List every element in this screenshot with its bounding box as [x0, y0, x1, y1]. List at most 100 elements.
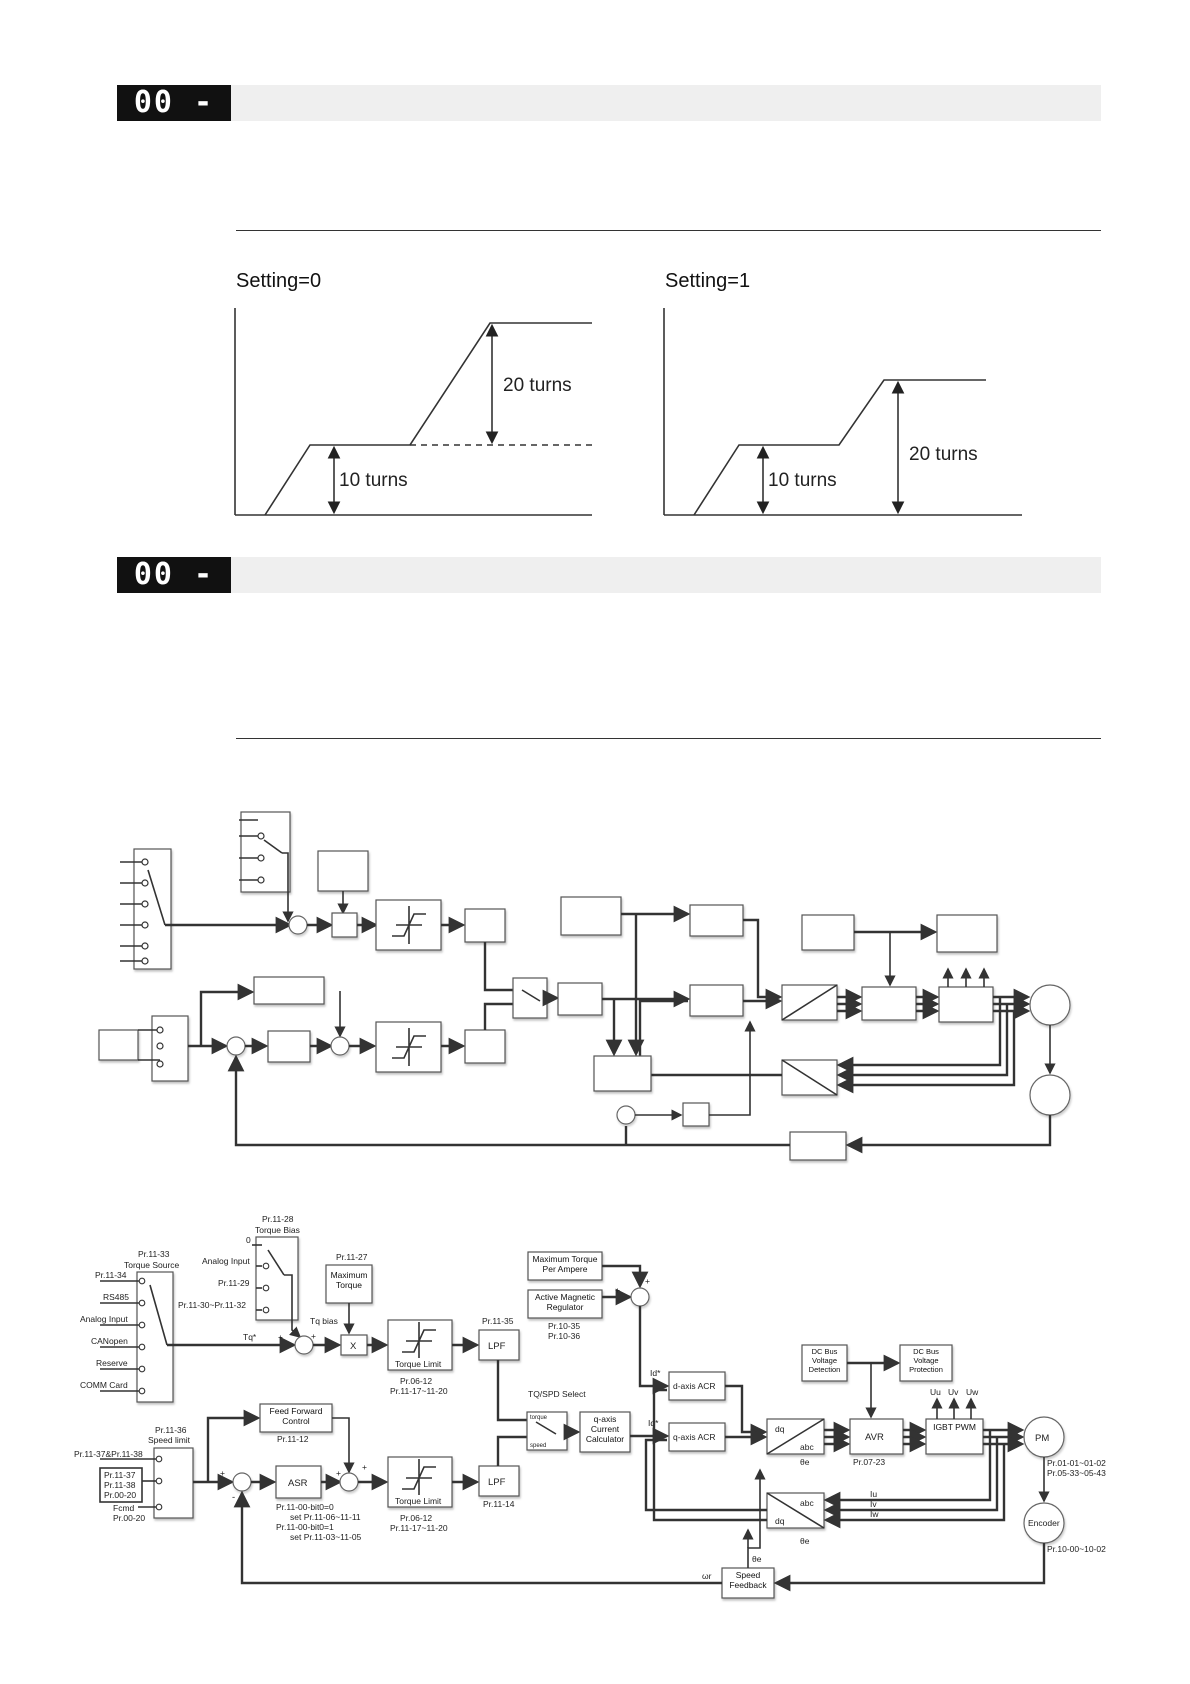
- tq-spd-select-title: TQ/SPD Select: [528, 1389, 586, 1399]
- asr-title: ASR: [288, 1478, 308, 1489]
- sl-input-0: Pr.11-37&Pr.11-38: [74, 1449, 143, 1459]
- feed-forward-block: [253, 976, 325, 1005]
- pm-ref-1: Pr.05-33~05-43: [1047, 1468, 1106, 1478]
- q-acr-block: [668, 1422, 726, 1452]
- param-code-badge: 00 - 12: [117, 85, 231, 156]
- abc-dq-theta: θe: [800, 1536, 810, 1546]
- multiplier-label: X: [350, 1341, 357, 1352]
- igbt-out-w: Uw: [966, 1387, 979, 1397]
- sl-input-4: Fcmd: [113, 1503, 135, 1513]
- current-iu: Iu: [870, 1489, 877, 1499]
- asr-note-0: Pr.11-00-bit0=0: [276, 1502, 334, 1512]
- summing-junction: [630, 1287, 650, 1307]
- q-acr-title: q-axis ACR: [673, 1432, 716, 1442]
- dc-protect-block: [899, 1344, 953, 1382]
- setting-1-low-label: 10 turns: [768, 470, 837, 491]
- tq-spd-opt-speed: speed: [530, 1443, 546, 1449]
- dq-abc-theta: θe: [800, 1457, 810, 1467]
- lpf-top-title: LPF: [488, 1341, 506, 1352]
- amr-ref-1: Pr.10-36: [548, 1331, 580, 1341]
- setting-0-label: Setting=0: [236, 270, 322, 292]
- tq-spd-opt-torque: torque: [530, 1415, 548, 1421]
- tb-input-2: Pr.11-29: [218, 1278, 250, 1288]
- lpf-top: [478, 1329, 520, 1361]
- tq-ref-signal: Tq*: [243, 1332, 257, 1342]
- igbt-block: [938, 986, 994, 1023]
- summing-junction: [339, 1472, 359, 1492]
- id-ref-signal: Id*: [650, 1368, 661, 1378]
- dc-protect-title: DC Bus Voltage Protection: [909, 1347, 943, 1374]
- divider: [236, 230, 1101, 231]
- feed-forward-title: Feed Forward Control: [269, 1406, 323, 1426]
- speed-feedback-title: Speed Feedback: [729, 1570, 767, 1590]
- dq-abc-bottom: abc: [800, 1442, 814, 1452]
- mtpa-block: [527, 1251, 603, 1281]
- mtpa-block: [560, 896, 622, 936]
- lpf-bottom-ref: Pr.11-14: [483, 1499, 515, 1509]
- ts-input-4: Reserve: [96, 1358, 128, 1368]
- torque-limit-bottom-ref-1: Pr.11-17~11-20: [390, 1523, 448, 1533]
- igbt-title: IGBT PWM: [933, 1422, 976, 1432]
- q-axis-calculator-block: [557, 982, 603, 1016]
- amr-block: [527, 1289, 603, 1319]
- d-acr-title: d-axis ACR: [673, 1381, 716, 1391]
- dc-detect-title: DC Bus Voltage Detection: [808, 1347, 841, 1374]
- plus-sign: +: [220, 1468, 225, 1478]
- dq-abc-top: dq: [775, 1424, 785, 1434]
- torque-limit-bottom-title: Torque Limit: [395, 1496, 442, 1506]
- encoder-title: Encoder: [1028, 1518, 1060, 1528]
- lpf-top-ref: Pr.11-35: [482, 1316, 514, 1326]
- ts-input-0: Pr.11-34: [95, 1270, 127, 1280]
- current-iw: Iw: [870, 1509, 879, 1519]
- theta-signal: θe: [752, 1554, 762, 1564]
- avr-title: AVR: [865, 1432, 884, 1443]
- minus-sign: -: [232, 1492, 235, 1503]
- torque-source-title: Torque Source: [124, 1260, 180, 1270]
- lpf-block: [464, 908, 506, 943]
- lpf-bottom: [478, 1465, 520, 1497]
- dc-detect-block: [801, 914, 855, 951]
- tb-input-3: Pr.11-30~Pr.11-32: [178, 1300, 246, 1310]
- abc-dq-top: abc: [800, 1498, 814, 1508]
- setting-0-chart: 10 turns 20 turns: [234, 308, 592, 516]
- q-axis-calculator-title: q-axis Current Calculator: [585, 1414, 625, 1444]
- multiplier-block: [331, 912, 358, 938]
- mtpa-title: Maximum Torque Per Ampere: [532, 1254, 598, 1274]
- max-torque-title: Maximum Torque: [330, 1270, 368, 1290]
- summing-junction: [232, 1472, 252, 1492]
- param-header-00-12: 00 - 12: [117, 85, 1101, 156]
- ts-input-3: CANopen: [91, 1336, 128, 1346]
- current-iv: Iv: [870, 1499, 877, 1509]
- amr-title: Active Magnetic Regulator: [535, 1292, 595, 1312]
- torque-bias-title: Torque Bias: [255, 1225, 300, 1235]
- q-axis-calculator-block: [579, 1411, 631, 1453]
- tb-input-1: Analog Input: [202, 1256, 250, 1266]
- sl-input-5: Pr.00-20: [113, 1513, 145, 1523]
- abc-dq-bottom: dq: [775, 1516, 785, 1526]
- setting-1-label: Setting=1: [665, 270, 751, 292]
- divider: [236, 738, 1101, 739]
- tb-input-0: 0: [246, 1235, 251, 1245]
- setting-1-chart: 10 turns 20 turns: [663, 308, 1022, 516]
- dc-detect-block: [801, 1344, 848, 1382]
- pm-ref-0: Pr.01-01~01-02: [1047, 1458, 1106, 1468]
- torque-limit-top-ref-0: Pr.06-12: [400, 1376, 432, 1386]
- param-header-00-13: 00 - 13: [117, 557, 1101, 628]
- max-torque-block: [325, 1264, 373, 1304]
- q-acr-block: [689, 984, 744, 1017]
- torque-bias-switch: [255, 1236, 299, 1321]
- param-code-badge: 00 - 13: [117, 557, 231, 628]
- torque-source-switch: [133, 848, 172, 970]
- igbt-out-u: Uu: [930, 1387, 941, 1397]
- torque-limit-top-ref-1: Pr.11-17~11-20: [390, 1386, 448, 1396]
- calc-block: [593, 1055, 652, 1092]
- setting-0-high-label: 20 turns: [503, 375, 572, 396]
- asr-note-2: Pr.11-00-bit0=1: [276, 1522, 334, 1532]
- plus-sign: +: [336, 1468, 341, 1478]
- avr-ref: Pr.07-23: [853, 1457, 885, 1467]
- speed-source-block: [98, 1029, 139, 1061]
- plus-sign: +: [645, 1276, 650, 1286]
- pm-title: PM: [1035, 1433, 1049, 1444]
- omega-signal: ωr: [702, 1571, 712, 1581]
